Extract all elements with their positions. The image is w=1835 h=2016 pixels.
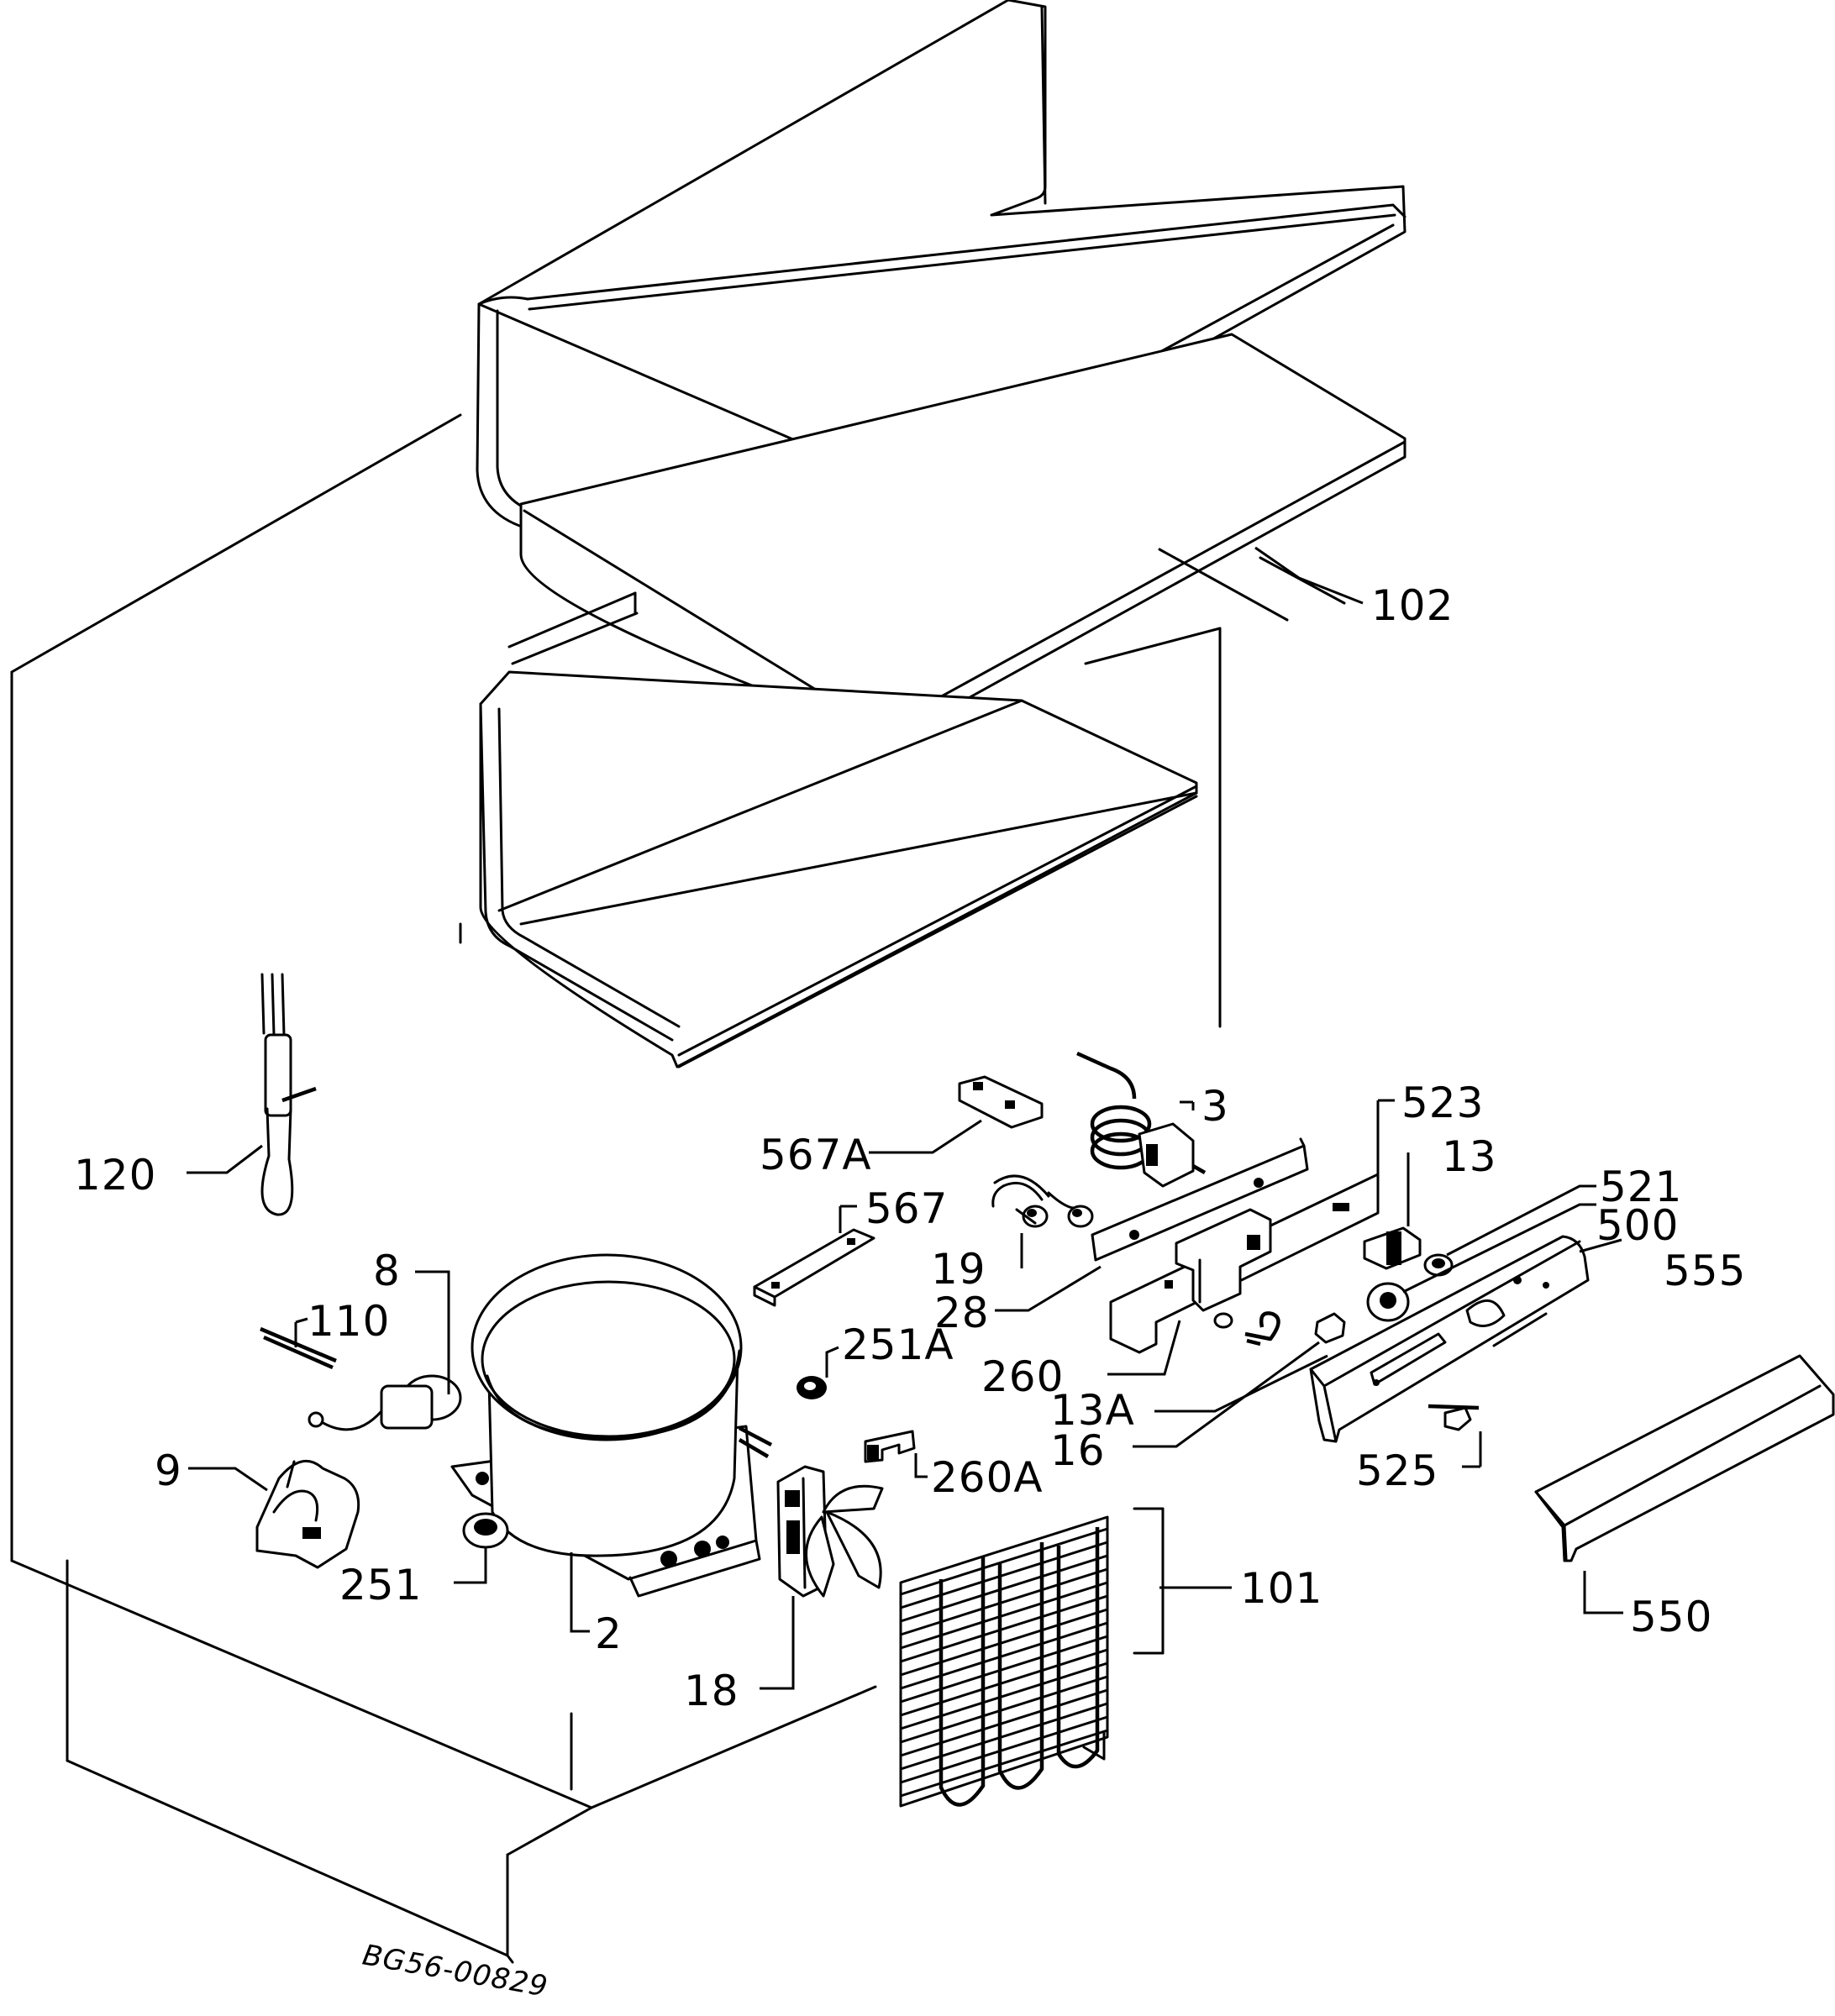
label-555: 555 [1664,1247,1746,1295]
clip-9 [255,1460,360,1569]
label-13A: 13A [1050,1386,1135,1435]
label-251A: 251A [842,1320,954,1369]
label-523: 523 [1401,1079,1484,1127]
relay-8 [308,1374,462,1431]
fan-motor-18 [776,1465,884,1598]
drawing-code: BG56-00829 [360,1938,550,2003]
shelf-lower [479,591,1198,1068]
label-13: 13 [1442,1132,1497,1181]
cabinet-body [10,413,1222,1964]
label-18: 18 [684,1667,739,1715]
label-567A: 567A [760,1131,872,1179]
label-251: 251 [339,1561,422,1609]
screw-525 [1428,1404,1480,1431]
label-2: 2 [595,1609,623,1658]
label-9: 9 [155,1446,182,1495]
label-500: 500 [1596,1201,1679,1250]
label-550: 550 [1630,1593,1712,1641]
label-101: 101 [1240,1564,1322,1613]
label-110: 110 [308,1297,390,1346]
cap-16 [1314,1312,1346,1344]
nut-521 [1423,1253,1454,1277]
label-260: 260 [981,1352,1064,1401]
label-16: 16 [1050,1426,1106,1475]
label-567: 567 [865,1184,948,1233]
bracket-523 [1109,1173,1380,1354]
condenser-101 [899,1507,1165,1808]
label-525: 525 [1356,1446,1438,1495]
thermostat-3 [1076,1051,1207,1188]
label-260A: 260A [931,1453,1044,1502]
grommet-251A [797,1376,827,1399]
switch-13 [1363,1226,1422,1270]
leader-lines [187,546,1623,1690]
compressor-2 [450,1253,773,1598]
housing-555 [1309,1235,1590,1443]
clip-260A [864,1430,916,1463]
lamp-holder-19 [991,1174,1094,1228]
label-3: 3 [1201,1082,1229,1131]
spring-13A [1213,1311,1280,1347]
knob-500 [1366,1282,1410,1322]
cover-550 [1534,1354,1835,1562]
plate-567 [753,1228,875,1307]
panel-28 [1091,1137,1309,1262]
label-19: 19 [931,1245,986,1294]
part-labels: 102 3 523 13 567A 521 500 555 567 120 19… [74,581,1746,2004]
grommet-251 [462,1512,509,1549]
sensor-120 [260,973,317,1216]
label-102: 102 [1371,581,1454,630]
rod-110 [260,1326,337,1370]
label-8: 8 [373,1247,401,1295]
label-120: 120 [74,1151,156,1200]
label-521: 521 [1600,1163,1682,1211]
bracket-567A [958,1075,1044,1129]
label-28: 28 [934,1289,990,1337]
